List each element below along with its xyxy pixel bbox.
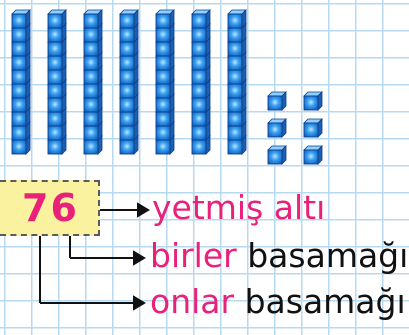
number-box (0, 180, 100, 236)
place-word: basamağı (244, 282, 406, 321)
tens-rod (191, 9, 211, 155)
tens-rod (11, 9, 31, 155)
base-ten-blocks (11, 9, 323, 165)
tens-word: onlar (150, 282, 235, 321)
ones-cube (267, 91, 287, 111)
tens-rod (227, 9, 247, 155)
ones-cube (267, 145, 287, 165)
ones-cube (267, 118, 287, 138)
ones-cube (303, 145, 323, 165)
tens-rod (47, 9, 67, 155)
number-words-text: yetmiş altı (152, 188, 326, 227)
ones-cube (303, 118, 323, 138)
tens-rod (119, 9, 139, 155)
ones-word: birler (150, 236, 237, 275)
ones-cube (303, 91, 323, 111)
number-words: yetmiş altı (152, 188, 325, 228)
tens-rod (155, 9, 175, 155)
tens-rod (83, 9, 103, 155)
tens-place-label: onlar basamağı (150, 282, 406, 322)
number-value: 76 (22, 186, 79, 230)
place-word: basamağı (247, 236, 409, 275)
ones-place-label: birler basamağı (150, 236, 408, 276)
